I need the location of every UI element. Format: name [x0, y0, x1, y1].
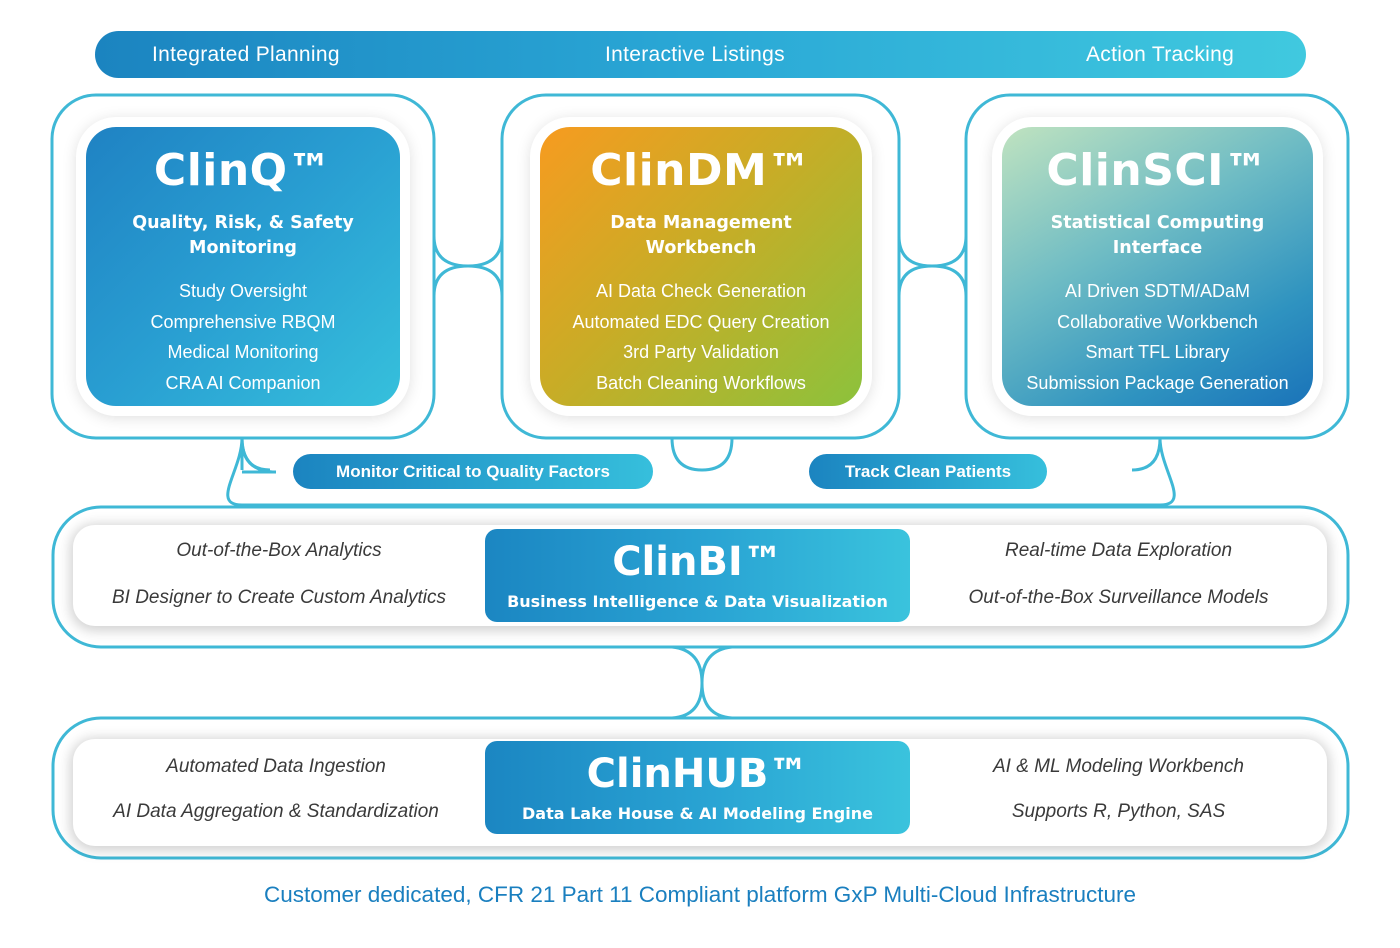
clinbi-box[interactable]: ClinBI™ Business Intelligence & Data Vis…	[485, 529, 910, 622]
clindm-subtitle-line2: Workbench	[645, 238, 757, 258]
clinbi-title: ClinBI™	[612, 539, 783, 585]
clindm-title: ClinDM™	[590, 145, 812, 196]
clinq-feature: Comprehensive RBQM	[150, 311, 336, 332]
clinsci-feature: Collaborative Workbench	[1057, 311, 1258, 332]
clinbi-right-item: Out-of-the-Box Surveillance Models	[968, 587, 1269, 608]
clinbi-subtitle: Business Intelligence & Data Visualizati…	[507, 592, 888, 611]
clinq-card[interactable]: ClinQ™ Quality, Risk, & Safety Monitorin…	[86, 127, 400, 406]
bi-hub-connector-a	[671, 645, 704, 720]
clinq-title: ClinQ™	[153, 145, 333, 196]
bridge-left-middle	[432, 235, 504, 268]
clinsci-feature: Submission Package Generation	[1026, 373, 1289, 394]
clinsci-feature-list: AI Driven SDTM/ADaM Collaborative Workbe…	[1002, 276, 1313, 399]
clinbi-outline	[51, 505, 1350, 649]
pill-band-top-right	[1131, 437, 1162, 472]
footer-infrastructure-text: Customer dedicated, CFR 21 Part 11 Compl…	[263, 882, 1137, 907]
clinhub-right-item: AI & ML Modeling Workbench	[993, 756, 1244, 777]
clinsci-feature: Smart TFL Library	[1085, 342, 1230, 363]
clinsci-subtitle-line2: Interface	[1112, 238, 1203, 258]
clindm-subtitle: Data Management Workbench	[564, 211, 838, 261]
clindm-feature: Batch Cleaning Workflows	[596, 373, 806, 394]
clinhub-subtitle: Data Lake House & AI Modeling Engine	[522, 804, 873, 823]
top-banner: Integrated Planning Interactive Listings…	[95, 31, 1306, 78]
bridge-left-middle-b	[432, 264, 504, 297]
clinbi-right-item: Real-time Data Exploration	[1004, 540, 1233, 561]
clinsci-subtitle: Statistical Computing Interface	[1026, 211, 1289, 261]
banner-interactive-listings: Interactive Listings	[605, 43, 785, 66]
clindm-card[interactable]: ClinDM™ Data Management Workbench AI Dat…	[540, 127, 862, 406]
clinhub-left-item: AI Data Aggregation & Standardization	[113, 801, 439, 822]
clinq-subtitle: Quality, Risk, & Safety Monitoring	[110, 211, 376, 261]
banner-integrated-planning: Integrated Planning	[152, 43, 340, 66]
clinhub-title: ClinHUB™	[586, 751, 809, 797]
clinhub-right-item: Supports R, Python, SAS	[1011, 801, 1226, 822]
pill-band-top-left	[240, 437, 271, 472]
clinbi-left-item: Out-of-the-Box Analytics	[176, 540, 382, 561]
pill-band-mid-a	[670, 437, 703, 472]
clinsci-title: ClinSCI™	[1046, 145, 1269, 196]
clinsci-outline	[964, 93, 1350, 440]
track-clean-patients-pill[interactable]: Track Clean Patients	[809, 454, 1047, 489]
clinq-feature-list: Study Oversight Comprehensive RBQM Medic…	[86, 276, 400, 399]
clindm-feature-list: AI Data Check Generation Automated EDC Q…	[540, 276, 862, 399]
monitor-ctq-pill[interactable]: Monitor Critical to Quality Factors	[293, 454, 653, 489]
bi-hub-connector-b	[700, 645, 733, 720]
clindm-feature: 3rd Party Validation	[623, 342, 779, 363]
clinq-subtitle-line2: Monitoring	[189, 238, 297, 258]
pill-band-mid-b	[701, 437, 734, 472]
clinhub-left-item: Automated Data Ingestion	[166, 756, 386, 777]
clindm-subtitle-line1: Data Management	[610, 213, 792, 233]
clindm-feature: AI Data Check Generation	[595, 281, 807, 301]
clinsci-subtitle-line1: Statistical Computing	[1050, 213, 1265, 233]
clinq-feature: CRA AI Companion	[165, 373, 321, 394]
clinq-feature: Study Oversight	[178, 281, 308, 301]
clinbi-left-item: BI Designer to Create Custom Analytics	[111, 587, 447, 608]
clinsci-feature: AI Driven SDTM/ADaM	[1064, 281, 1251, 301]
bridge-middle-right	[897, 235, 968, 268]
clinhub-box[interactable]: ClinHUB™ Data Lake House & AI Modeling E…	[485, 741, 910, 834]
clinsci-card[interactable]: ClinSCI™ Statistical Computing Interface…	[1002, 127, 1313, 406]
clindm-feature: Automated EDC Query Creation	[572, 311, 830, 332]
clinq-feature: Medical Monitoring	[167, 342, 319, 363]
bridge-middle-right-b	[897, 264, 968, 297]
banner-action-tracking: Action Tracking	[1086, 43, 1235, 66]
clindm-outline	[500, 93, 901, 440]
clinq-subtitle-line1: Quality, Risk, & Safety	[132, 213, 354, 233]
clinhub-outline	[51, 716, 1350, 860]
